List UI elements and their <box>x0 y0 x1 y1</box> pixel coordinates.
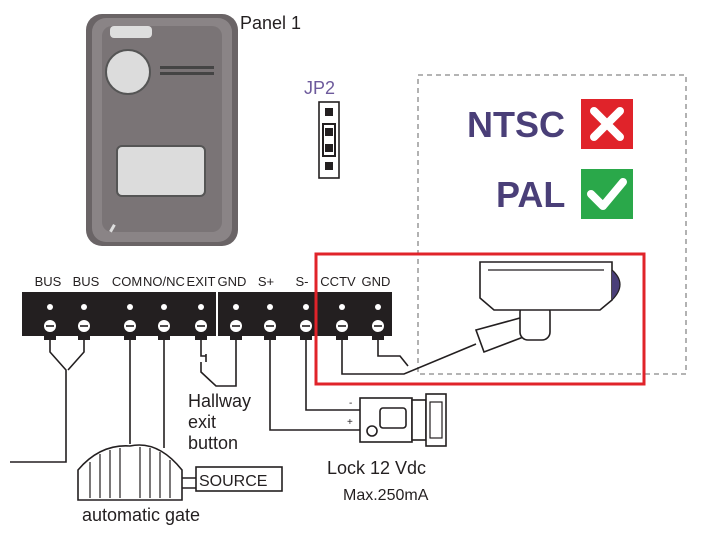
x-icon <box>581 99 633 149</box>
bus-wires <box>10 340 85 463</box>
exit-button-label-1: Hallway <box>188 391 251 411</box>
exit-button-label-2: exit <box>188 412 216 432</box>
lock <box>359 393 447 447</box>
cctv-camera <box>341 261 621 375</box>
terminal-screw <box>264 304 276 340</box>
lock-wires <box>269 340 360 431</box>
pal-label: PAL <box>496 174 565 215</box>
camera-dashed-area <box>417 74 687 375</box>
jumper-label: JP2 <box>304 78 335 98</box>
terminal-label: COM <box>112 274 142 289</box>
lock-title: Lock 12 Vdc <box>327 458 426 478</box>
terminal-screw <box>44 304 56 340</box>
gate-label: automatic gate <box>82 505 200 525</box>
panel-label: Panel 1 <box>240 13 301 33</box>
terminal-screws <box>44 304 384 340</box>
gate-wires <box>129 340 165 448</box>
terminal-label: GND <box>362 274 391 289</box>
cctv-highlight-box <box>314 252 646 386</box>
outdoor-panel <box>86 14 238 246</box>
terminal-label: S+ <box>258 274 274 289</box>
automatic-gate <box>77 444 283 501</box>
terminal-label: BUS <box>73 274 100 289</box>
terminal-screw <box>372 304 384 340</box>
lock-plus-label: + <box>347 417 353 428</box>
terminal-screw <box>230 304 242 340</box>
lock-rating: Max.250mA <box>343 487 429 504</box>
check-icon <box>581 169 633 219</box>
terminal-label: GND <box>218 274 247 289</box>
terminal-screw <box>195 304 207 340</box>
jumper-jp2: JP2 <box>304 78 340 179</box>
terminal-label: EXIT <box>187 274 216 289</box>
terminal-screw <box>300 304 312 340</box>
exit-button-label-3: button <box>188 433 238 453</box>
terminal-label: NO/NC <box>143 274 185 289</box>
terminal-screw <box>158 304 170 340</box>
terminal-screw <box>336 304 348 340</box>
terminal-label: BUS <box>35 274 62 289</box>
lock-minus-label: - <box>349 398 352 409</box>
ntsc-label: NTSC <box>467 104 565 145</box>
terminal-screw <box>124 304 136 340</box>
gate-source-label: SOURCE <box>199 473 267 490</box>
terminal-screw <box>78 304 90 340</box>
terminal-label: CCTV <box>320 274 356 289</box>
exit-button-wiring <box>200 340 237 387</box>
terminal-block-left <box>22 292 216 336</box>
terminal-label: S- <box>296 274 309 289</box>
